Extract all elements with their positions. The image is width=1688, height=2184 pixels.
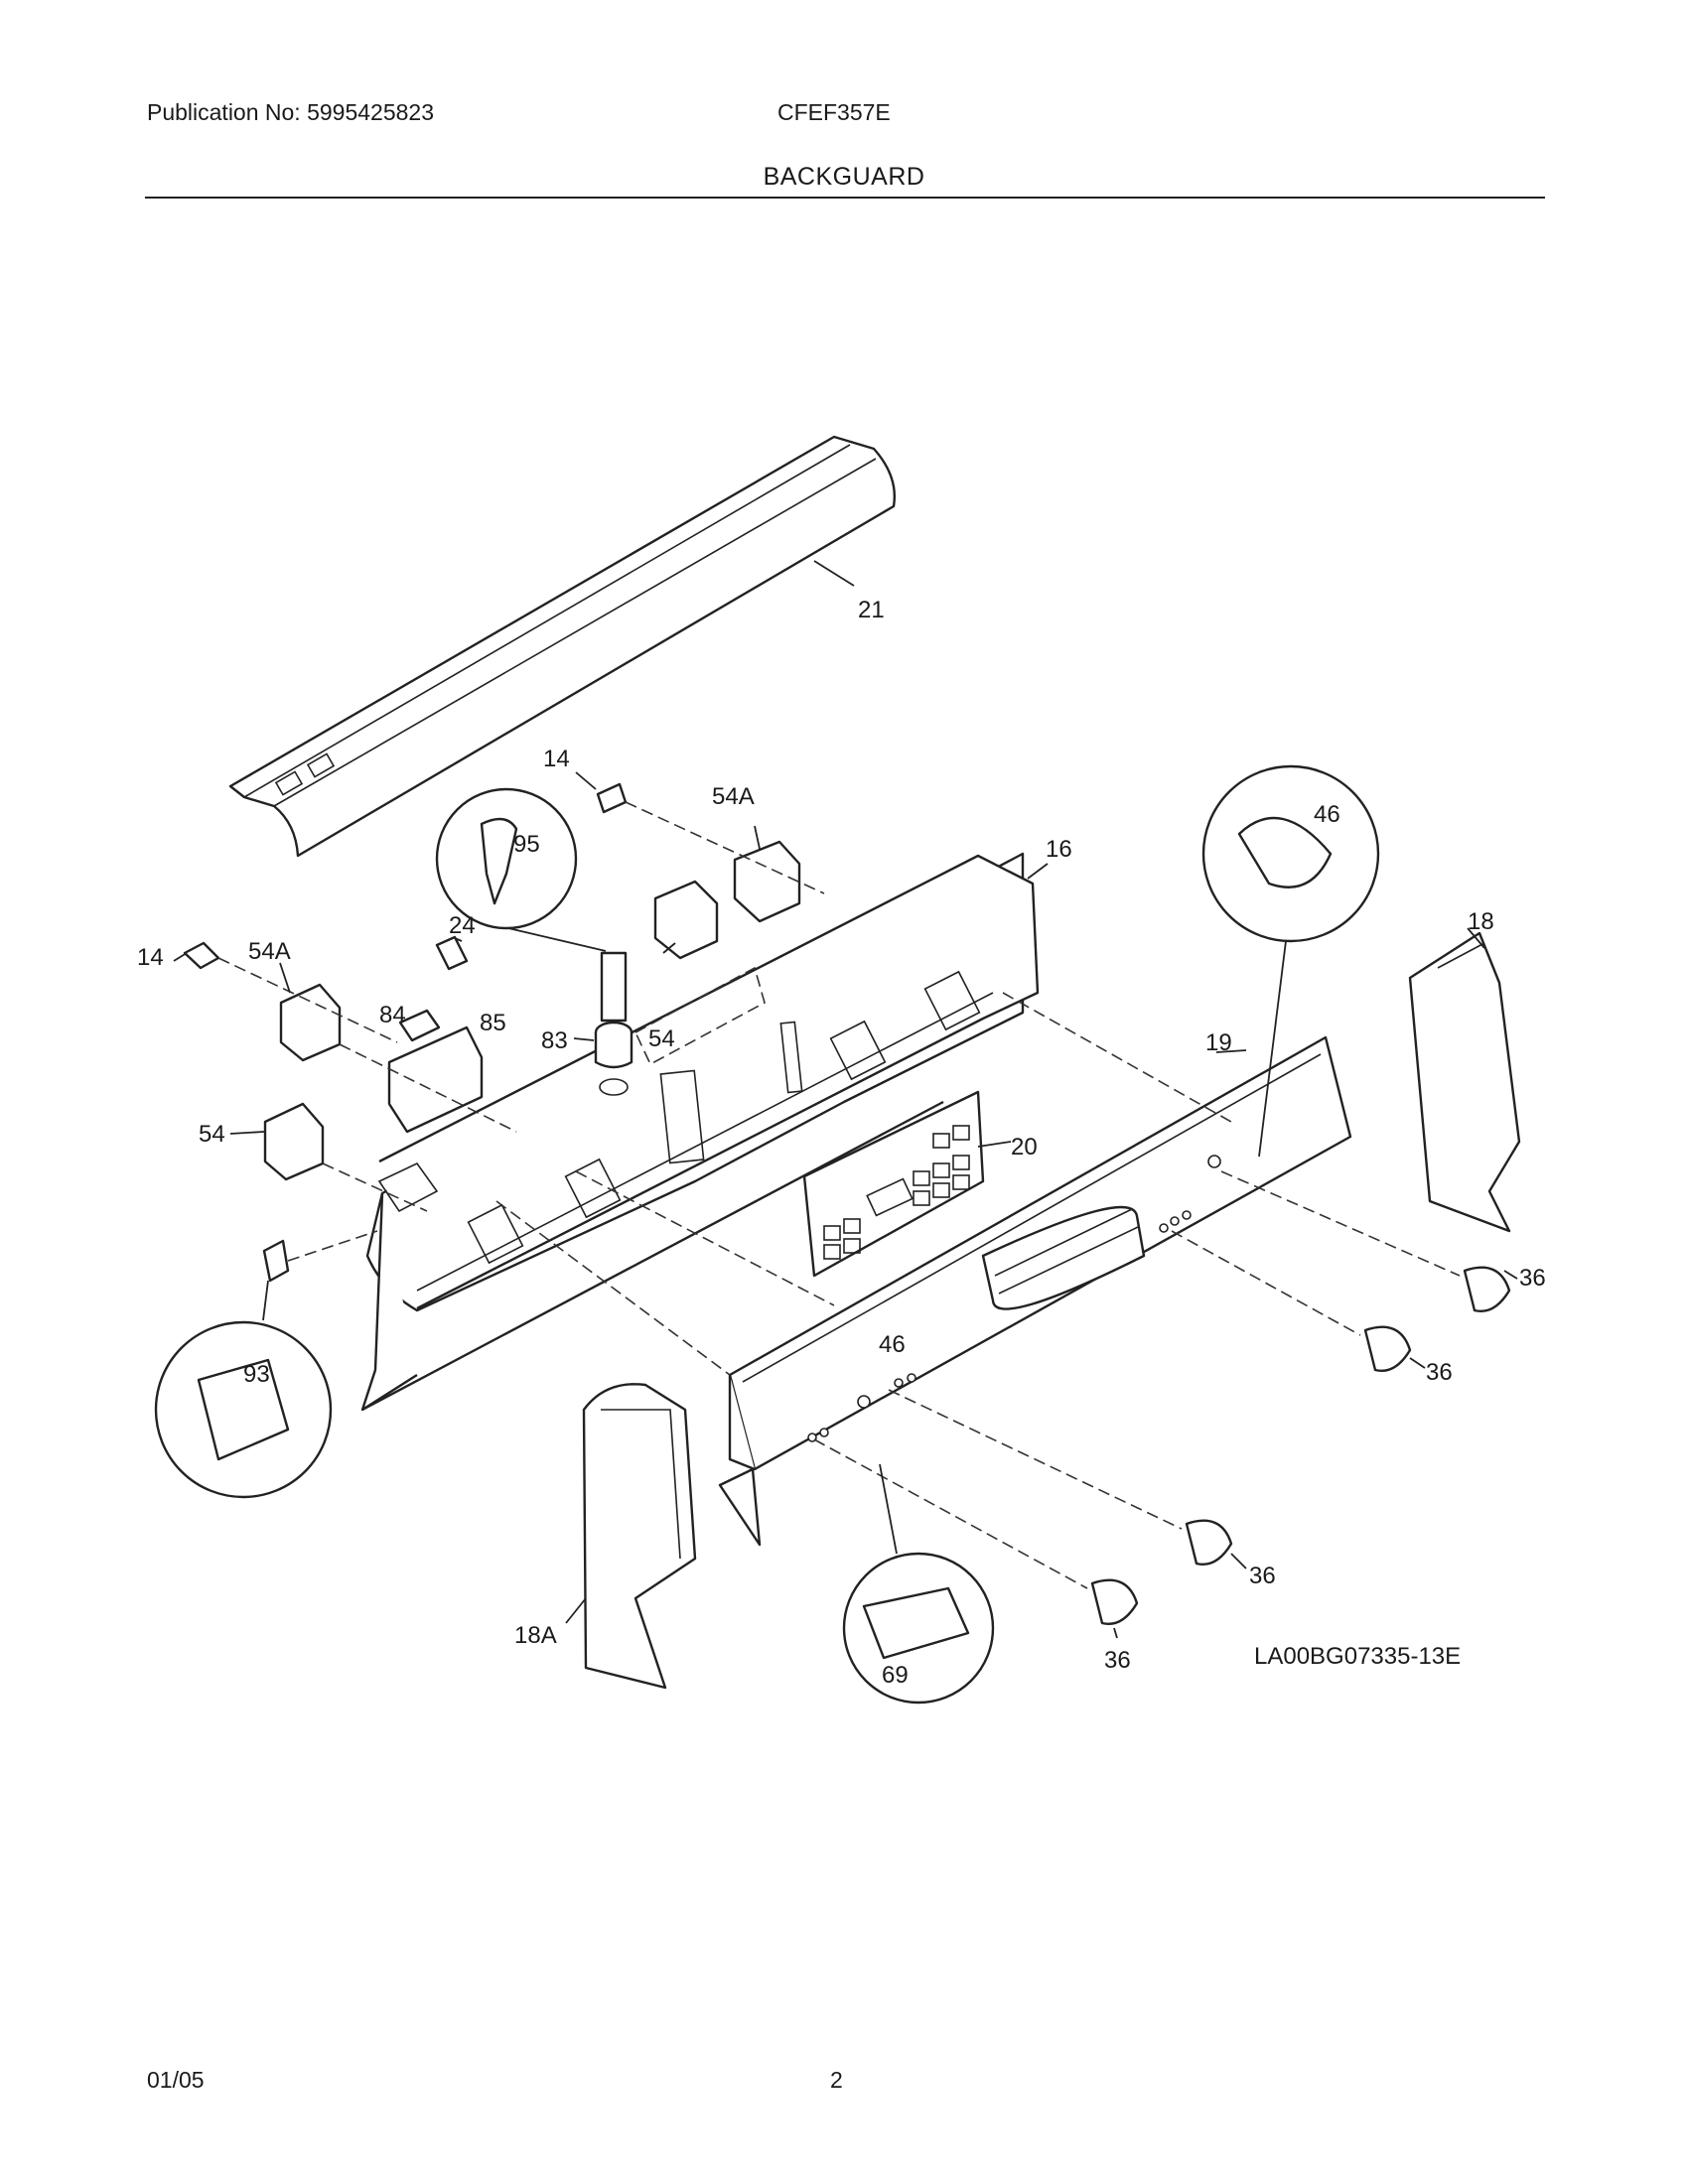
part-14-switch-upper (596, 782, 628, 814)
callout-46-panel: 46 (879, 1331, 906, 1358)
callout-19: 19 (1205, 1029, 1232, 1056)
part-93-bracket (262, 1239, 290, 1283)
part-54A-upper (733, 840, 801, 923)
callout-18A: 18A (514, 1622, 557, 1649)
callout-18: 18 (1468, 908, 1494, 935)
callout-14-upper: 14 (543, 746, 570, 772)
callout-54-left: 54 (199, 1121, 225, 1148)
callout-21: 21 (858, 597, 885, 623)
callout-54-upper: 54 (648, 1025, 675, 1052)
callout-93: 93 (243, 1361, 270, 1388)
callout-24: 24 (449, 912, 476, 939)
part-54-left (263, 1102, 325, 1181)
callout-16: 16 (1046, 836, 1072, 863)
part-18A-end-cap-left (582, 1383, 697, 1690)
part-84-indicator (398, 1009, 441, 1042)
section-title: BACKGUARD (763, 163, 925, 191)
callout-85: 85 (480, 1010, 506, 1036)
callout-83: 83 (541, 1027, 568, 1054)
part-18-end-cap-right (1408, 931, 1521, 1233)
part-36-knob-c (1185, 1519, 1233, 1566)
footer-date: 01/05 (147, 2067, 205, 2093)
page-number: 2 (830, 2067, 843, 2093)
callout-20: 20 (1011, 1134, 1038, 1160)
part-24-rocker-switch (435, 935, 469, 971)
part-54A-left (279, 983, 342, 1062)
callout-95: 95 (513, 831, 540, 858)
callout-46-detail: 46 (1314, 801, 1340, 828)
part-85-switch-housing (387, 1025, 484, 1134)
part-36-knob-d (1090, 1578, 1139, 1625)
diagram-code: LA00BG07335-13E (1254, 1643, 1461, 1670)
publication-number: Publication No: 5995425823 (147, 99, 435, 125)
part-83-lamp-socket (594, 951, 633, 1096)
callout-36-a: 36 (1519, 1265, 1546, 1292)
part-20-electronic-control (802, 1090, 985, 1278)
callout-84: 84 (379, 1002, 406, 1028)
callout-36-c: 36 (1249, 1563, 1276, 1589)
callout-54A-upper: 54A (712, 783, 755, 810)
part-14-switch-left (183, 941, 220, 970)
callout-36-d: 36 (1104, 1647, 1131, 1674)
header-rule (145, 197, 1545, 199)
part-54-upper (653, 880, 719, 960)
part-36-knob-b (1363, 1325, 1412, 1372)
part-36-knob-a (1463, 1266, 1511, 1312)
callout-14-left: 14 (137, 944, 164, 971)
model-number: CFEF357E (777, 99, 891, 125)
callout-69: 69 (882, 1662, 909, 1689)
part-19-console-panel (718, 1035, 1352, 1547)
callout-54A-left: 54A (248, 938, 291, 965)
part-16-backguard-frame (360, 852, 1040, 1412)
part-21-top-trim (228, 435, 896, 858)
callout-36-b: 36 (1426, 1359, 1453, 1386)
